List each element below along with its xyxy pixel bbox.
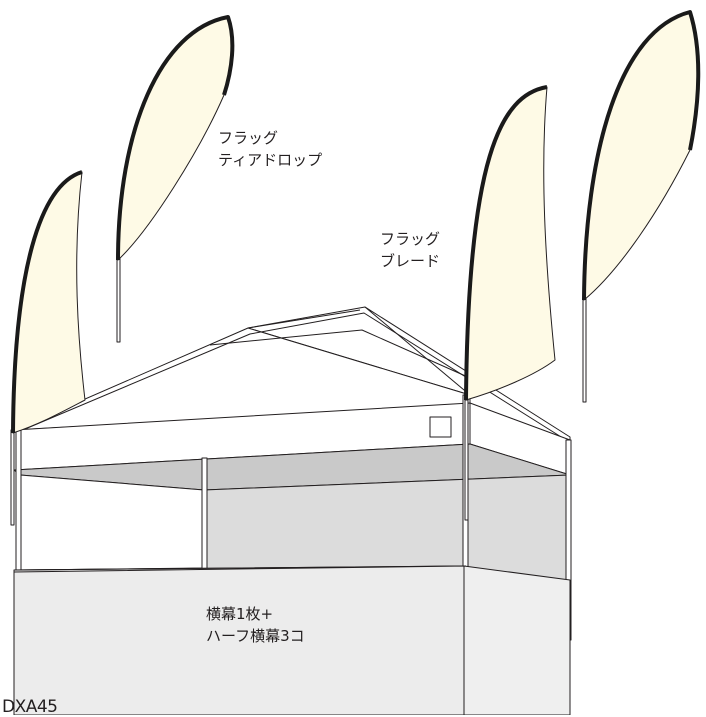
blade-label-line1: フラッグ (380, 230, 441, 248)
teardrop-flag-label: フラッグ ティアドロップ (218, 127, 322, 171)
flag-teardrop-center (117, 16, 233, 261)
flag-teardrop-center-edge (116, 15, 235, 261)
blade-flag-label: フラッグ ブレード (380, 228, 440, 272)
leg-front-left (15, 429, 22, 576)
teardrop-label-line1: フラッグ (218, 129, 279, 147)
pole-blade-center (464, 399, 469, 521)
flag-teardrop-right (583, 11, 699, 301)
model-number: DXA45 (2, 697, 58, 717)
front-skirt-face (13, 565, 465, 715)
wall-label-line2: ハーフ横幕3コ (206, 627, 305, 645)
roof-ridge (209, 329, 471, 379)
flag-blade-center (465, 86, 556, 401)
roof-frame-line-2 (247, 309, 361, 329)
pole-teardrop-left (10, 429, 15, 526)
pole-teardrop-right (582, 297, 587, 403)
blade-label-line2: ブレード (380, 252, 441, 270)
flag-teardrop-left (12, 171, 86, 434)
flag-teardrop-left-edge (11, 170, 83, 434)
pole-teardrop-center (116, 254, 121, 343)
teardrop-label-line2: ティアドロップ (218, 151, 323, 169)
leg-back-mid (201, 457, 208, 571)
flag-blade-center-edge (464, 85, 548, 401)
wall-label: 横幕1枚+ ハーフ横幕3コ (206, 603, 305, 647)
flag-teardrop-right-edge (582, 10, 701, 301)
sign-box (429, 416, 452, 438)
left-open-side (19, 474, 205, 571)
wall-label-line1: 横幕1枚+ (206, 605, 274, 623)
